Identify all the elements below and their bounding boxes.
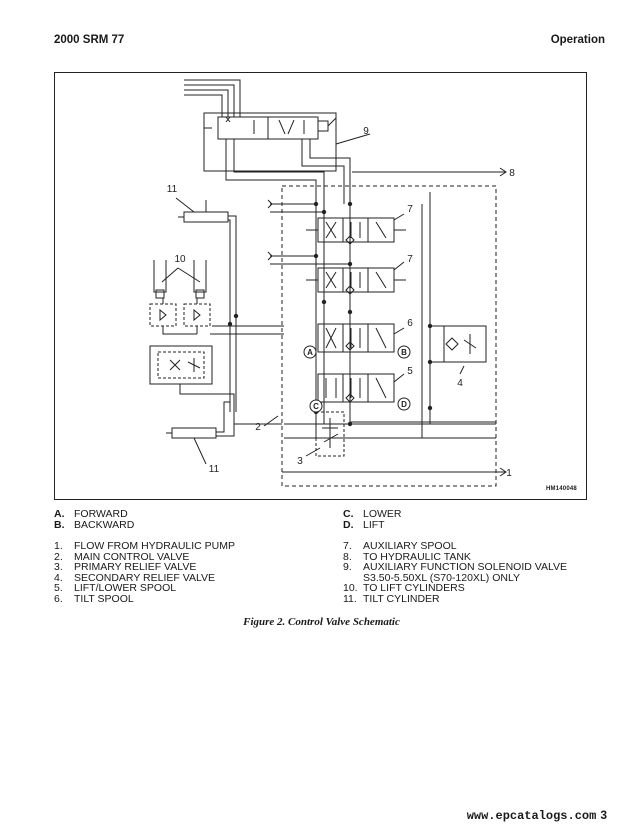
callout-7-top: 7: [407, 204, 413, 215]
callout-11-bottom: 11: [209, 464, 220, 475]
legend-item: 7.AUXILIARY SPOOL: [343, 540, 457, 552]
callout-2: 2: [255, 422, 261, 433]
legend-item: C.LOWER: [343, 508, 402, 520]
legend-numbers-left: 1.FLOW FROM HYDRAULIC PUMP 2.MAIN CONTRO…: [54, 541, 235, 605]
legend-item: 1.FLOW FROM HYDRAULIC PUMP: [54, 540, 236, 552]
callout-1: 1: [506, 468, 512, 479]
tilt-cylinder-bottom: [171, 427, 217, 439]
tilt-spool: [317, 323, 395, 353]
legend-item: 8.TO HYDRAULIC TANK: [343, 550, 471, 563]
solenoid-valve-housing: [203, 112, 337, 172]
legend-item-continuation: S3.50-5.50XL (S70-120XL) ONLY: [363, 571, 521, 584]
callout-4: 4: [457, 378, 463, 389]
port-d: D: [401, 400, 407, 409]
callout-11-top: 11: [167, 184, 178, 195]
legend-item: D.LIFT: [343, 518, 385, 531]
check-valve-right: [183, 303, 211, 327]
legend-item: 11.TILT CYLINDER: [343, 592, 440, 605]
port-b: B: [401, 348, 407, 357]
legend-numbers-right: 7.AUXILIARY SPOOL 8.TO HYDRAULIC TANK 9.…: [343, 541, 567, 605]
auxiliary-spool-middle: [317, 267, 395, 293]
footer-site-link[interactable]: www.epcatalogs.com: [466, 809, 597, 823]
callout-10: 10: [174, 254, 186, 265]
header-section: Operation: [550, 34, 605, 46]
figure-frame: [54, 72, 587, 500]
callout-5: 5: [407, 366, 413, 377]
lift-cylinders: [153, 260, 207, 293]
port-c: C: [313, 402, 319, 411]
legend-item: 10.TO LIFT CYLINDERS: [343, 582, 465, 595]
legend-item: 6.TILT SPOOL: [54, 592, 134, 605]
auxiliary-spool-top: [317, 217, 395, 243]
legend-item: 3.PRIMARY RELIEF VALVE: [54, 561, 197, 574]
legend-item: 9.AUXILIARY FUNCTION SOLENOID VALVE: [343, 561, 568, 574]
figure-code: HM140048: [546, 486, 577, 492]
legend-item: A.FORWARD: [54, 508, 128, 520]
callout-8: 8: [509, 168, 515, 179]
port-a: A: [307, 348, 313, 357]
legend-letters-right: C.LOWER D.LIFT: [343, 509, 402, 530]
legend-letters-left: A.FORWARD B.BACKWARD: [54, 509, 134, 530]
legend-item: B.BACKWARD: [54, 518, 135, 531]
primary-relief-valve: [315, 411, 345, 457]
header-doc-id: 2000 SRM 77: [54, 34, 125, 46]
legend-item: 4.SECONDARY RELIEF VALVE: [54, 571, 216, 584]
secondary-relief-valve: [443, 325, 487, 363]
tilt-cylinder-top: [183, 211, 229, 223]
figure-caption: Figure 2. Control Valve Schematic: [243, 616, 400, 628]
callout-3: 3: [297, 456, 303, 467]
flow-control-block: [149, 345, 213, 385]
lift-lower-spool: [317, 373, 395, 403]
page-number: 3: [600, 808, 607, 822]
legend-item: 5.LIFT/LOWER SPOOL: [54, 582, 177, 595]
callout-6: 6: [407, 318, 413, 329]
schematic-figure: A B C D 1 2 3 4 5 6 7 7 8 9 10 11 11: [54, 72, 587, 500]
legend-item: 2.MAIN CONTROL VALVE: [54, 550, 190, 563]
callout-9: 9: [363, 126, 369, 137]
check-valve-left: [149, 303, 177, 327]
callout-7-middle: 7: [407, 254, 413, 265]
